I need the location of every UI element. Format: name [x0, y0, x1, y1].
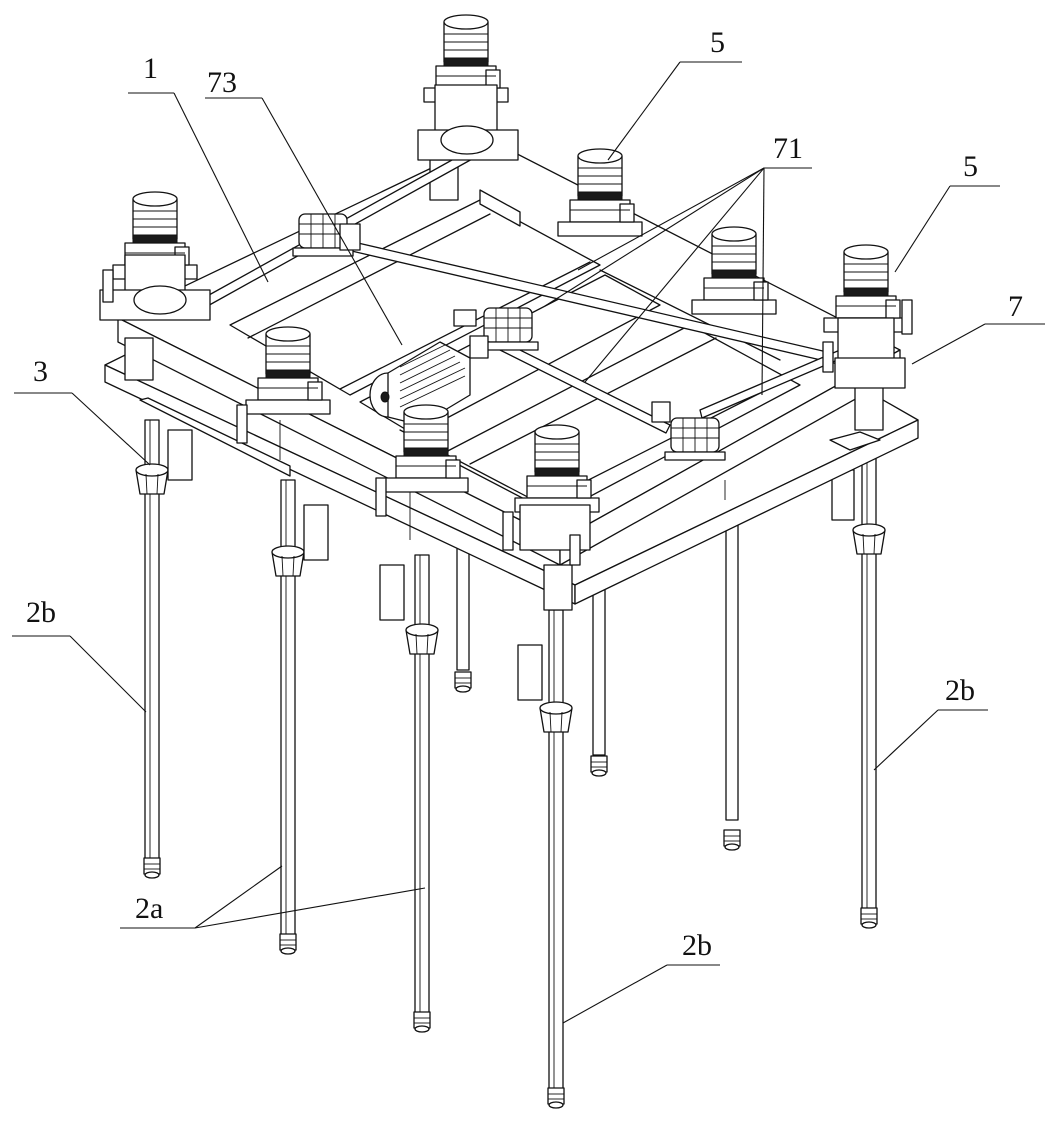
label-7: 7	[1008, 290, 1023, 323]
part-labels: 1 73 5 71 5 7 3 2b 2b 2a 2b	[26, 26, 1023, 962]
legs	[135, 394, 886, 1109]
label-5-right: 5	[963, 150, 978, 183]
label-2b-right: 2b	[945, 674, 975, 707]
label-2b-bottom: 2b	[682, 929, 712, 962]
corner-unit-right	[823, 244, 909, 389]
label-2b-left: 2b	[26, 596, 56, 629]
corner-unit-top	[417, 14, 519, 161]
label-2a: 2a	[135, 892, 163, 925]
leader-lines	[12, 61, 1045, 1024]
bolts	[102, 269, 913, 566]
label-3: 3	[33, 355, 48, 388]
label-5-top: 5	[710, 26, 725, 59]
label-71: 71	[773, 132, 803, 165]
label-73: 73	[207, 66, 237, 99]
corner-unit-left	[99, 191, 211, 321]
label-1: 1	[143, 52, 158, 85]
